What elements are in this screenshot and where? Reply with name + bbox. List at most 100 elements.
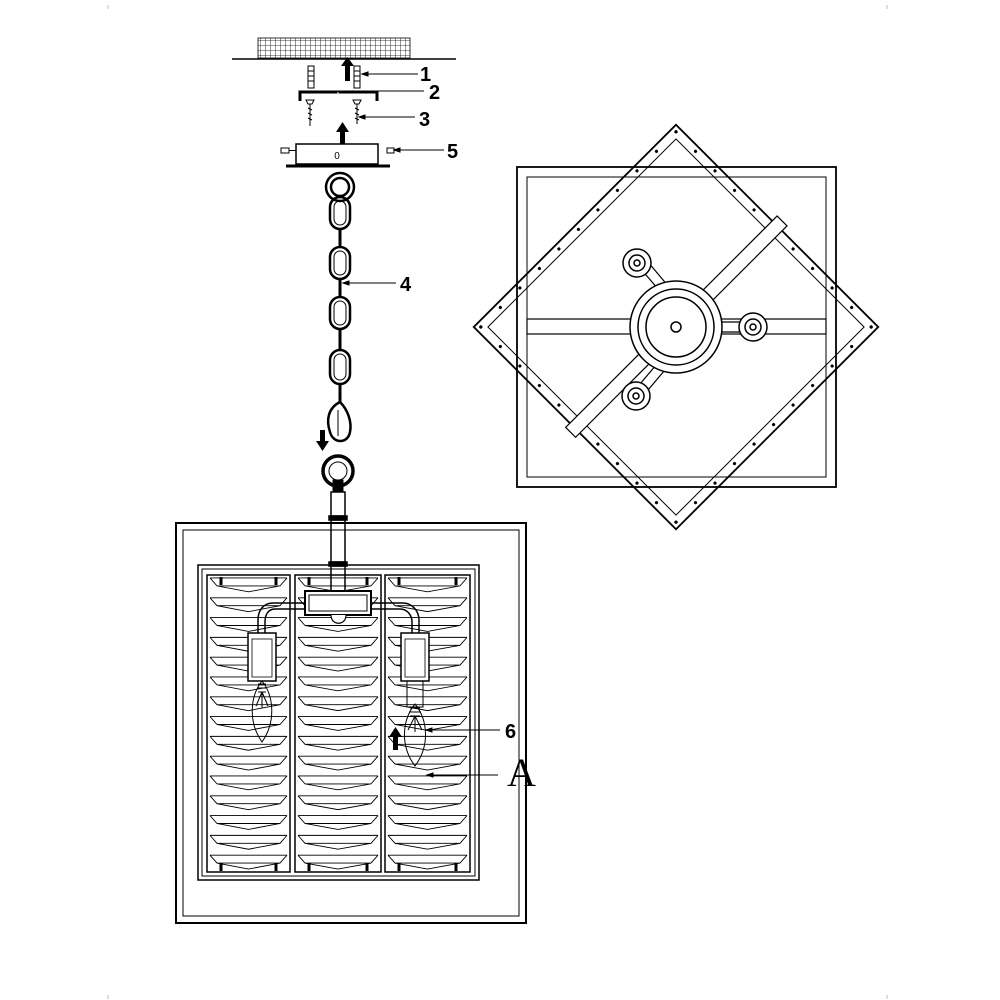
callout-1: 1 xyxy=(420,64,431,86)
crystal-prism xyxy=(297,636,379,652)
rivet xyxy=(654,501,659,505)
crystal-prism xyxy=(209,617,288,632)
crystal-prism xyxy=(387,854,468,870)
rivet xyxy=(732,188,737,192)
panel-clip xyxy=(274,863,278,871)
crystal-prism xyxy=(387,716,468,731)
crystal-prism xyxy=(209,716,288,731)
up-arrow-icon xyxy=(341,57,354,81)
crystal-prism xyxy=(297,834,379,850)
rivet xyxy=(537,383,541,388)
crystal-prism xyxy=(387,775,468,791)
rivet xyxy=(850,344,854,349)
crystal-prism xyxy=(209,815,288,830)
crystal-prism xyxy=(209,775,288,791)
rivet xyxy=(791,247,795,251)
leader-lines xyxy=(340,71,500,778)
canopy-mark: 0 xyxy=(334,151,340,162)
rivet xyxy=(674,520,678,524)
rivet xyxy=(771,422,776,427)
rivet xyxy=(518,286,522,290)
rivet xyxy=(557,403,561,407)
rivet xyxy=(576,227,581,232)
crystal-prism xyxy=(387,617,468,632)
crystal-prism xyxy=(297,696,379,712)
rivet xyxy=(732,462,737,466)
lamp-arms xyxy=(257,602,420,633)
corner-marks xyxy=(107,5,888,999)
crystal-prism xyxy=(297,795,379,811)
panel-clip xyxy=(454,863,458,871)
wall-anchor-right xyxy=(353,65,361,89)
crystal-prism xyxy=(209,696,288,712)
panel-clip xyxy=(454,577,458,585)
crystal-prism xyxy=(209,577,288,593)
callout-A: A xyxy=(507,750,536,795)
crystal-column xyxy=(294,574,382,873)
panel-clip xyxy=(307,577,311,585)
center-rod xyxy=(328,491,348,593)
rivet xyxy=(791,403,795,407)
rivet xyxy=(811,266,815,271)
screw-right xyxy=(352,99,362,124)
fixture-hanging-ring xyxy=(321,454,355,493)
callout-5: 5 xyxy=(447,141,458,163)
rivet xyxy=(557,247,561,251)
rivet xyxy=(674,130,678,134)
panel-clip xyxy=(274,577,278,585)
mounting-bracket xyxy=(298,90,379,101)
rivet xyxy=(596,442,600,446)
panel-clip xyxy=(397,863,401,871)
crystal-prism xyxy=(297,676,379,692)
crystal-prism xyxy=(209,755,288,771)
callout-2: 2 xyxy=(429,82,440,104)
panel-clip xyxy=(219,863,223,871)
chain xyxy=(324,171,356,402)
rivet xyxy=(752,208,756,212)
crystal-prism xyxy=(387,696,468,712)
crystal-prism xyxy=(297,735,379,751)
crystal-prism xyxy=(387,735,468,751)
crystal-prism xyxy=(297,716,379,731)
rivet xyxy=(693,149,698,153)
canopy-screw-left xyxy=(280,147,296,154)
crystal-column xyxy=(206,574,291,873)
bulb-left xyxy=(251,680,273,743)
fixture-frame xyxy=(175,522,527,924)
rivet xyxy=(654,149,659,153)
up-arrow-icon xyxy=(336,122,349,144)
crystal-prism xyxy=(297,656,379,672)
crystal-prism xyxy=(387,755,468,771)
frame-rivets xyxy=(479,130,873,524)
canopy-screw-right xyxy=(386,147,395,154)
wall-anchor-left xyxy=(307,65,315,89)
rivet xyxy=(537,266,541,271)
crystal-prism xyxy=(297,775,379,791)
socket-right xyxy=(400,632,430,682)
rivet xyxy=(635,481,639,485)
rivet xyxy=(811,383,815,388)
crystal-prism xyxy=(297,854,379,870)
rivet xyxy=(518,364,522,368)
up-arrow-icon xyxy=(389,727,402,750)
socket-left xyxy=(247,632,277,682)
rivet xyxy=(752,442,756,446)
screw-left xyxy=(305,99,315,126)
canopy: 0 xyxy=(286,143,390,168)
crystal-prism xyxy=(209,795,288,811)
rivet xyxy=(713,169,717,173)
ceiling xyxy=(232,37,456,60)
crystal-prism xyxy=(297,755,379,771)
down-arrow-icon xyxy=(316,430,329,451)
rivet xyxy=(869,325,873,329)
bulb-right xyxy=(404,680,426,767)
rivet xyxy=(635,169,639,173)
rivet xyxy=(596,208,600,212)
crystal-prism xyxy=(297,815,379,830)
carabiner-hook xyxy=(326,400,352,443)
crystal-prism xyxy=(209,735,288,751)
panel-clip xyxy=(219,577,223,585)
crystal-prism xyxy=(387,834,468,850)
callout-3: 3 xyxy=(419,109,430,131)
